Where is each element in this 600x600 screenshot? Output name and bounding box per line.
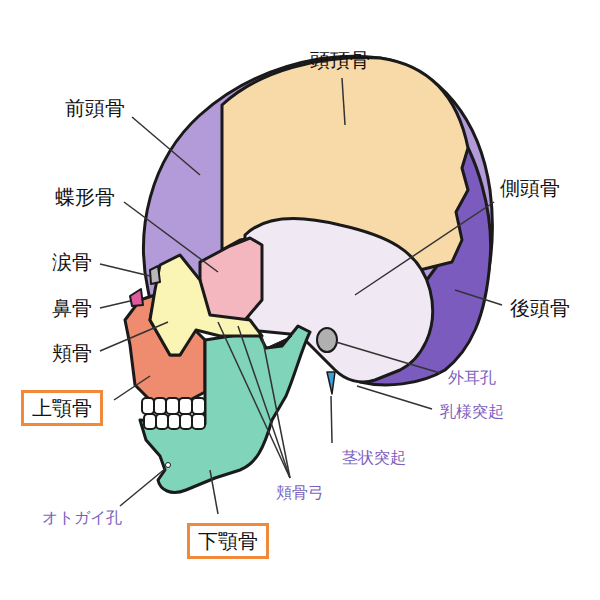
teeth [142, 398, 205, 429]
ear-hole-label: 外耳孔 [448, 368, 496, 387]
bone-name: 上顎骨 [32, 396, 92, 420]
sphenoid-label: 蝶形骨 [55, 185, 115, 209]
nasal-bone [130, 289, 143, 306]
parietal-label: 頭頂骨 [310, 48, 370, 72]
styloid-label: 茎状突起 [342, 448, 406, 467]
styloid-process [327, 372, 335, 394]
lacrimal-label: 涙骨 [52, 250, 92, 274]
frontal-label: 前頭骨 [65, 96, 125, 120]
mandible-notch [266, 336, 292, 348]
nasal-label: 鼻骨 [52, 296, 92, 320]
highlight-box: 上顎骨 [21, 390, 103, 426]
mastoid-label: 乳様突起 [440, 402, 504, 421]
bone-name: 下顎骨 [198, 529, 258, 553]
mental-foramen [166, 463, 171, 468]
leader-lines [100, 78, 502, 514]
zygomatic-bone [150, 255, 262, 355]
ear-hole [317, 328, 337, 352]
zygomatic-arch-label: 頬骨弓 [276, 483, 324, 502]
temporal-label: 側頭骨 [500, 176, 560, 200]
occipital-label: 後頭骨 [510, 296, 570, 320]
lacrimal-bone [150, 266, 160, 284]
zygomatic-label: 頬骨 [52, 341, 92, 365]
highlight-box: 下顎骨 [187, 523, 269, 559]
mental-foramen-label: オトガイ孔 [42, 508, 122, 527]
